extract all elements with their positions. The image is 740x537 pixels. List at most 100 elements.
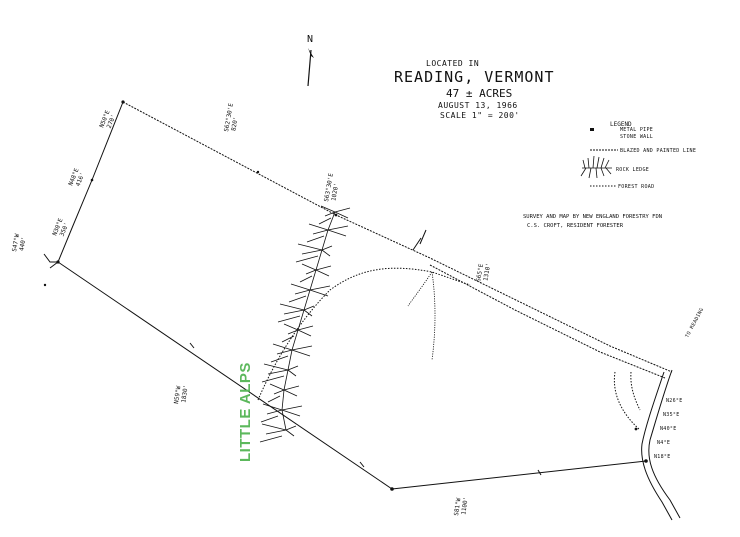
ledge-stroke xyxy=(276,349,293,355)
ledge-stroke xyxy=(283,389,298,397)
ledge-stroke xyxy=(295,255,319,263)
ledge-stroke xyxy=(321,245,333,251)
ledge-stroke xyxy=(263,363,289,371)
ledge-stroke xyxy=(283,369,289,391)
ledge-stroke xyxy=(305,269,317,275)
bearing-top-right: S62°30'E820' xyxy=(223,102,242,133)
ledge-stroke xyxy=(327,211,336,231)
rock-ledge-hatching xyxy=(259,205,351,443)
little-alps-label: LITTLE ALPS xyxy=(237,362,254,462)
ledge-stroke xyxy=(297,309,305,331)
ledge-stroke xyxy=(299,275,313,283)
ledge-stroke xyxy=(291,329,299,351)
ledge-stroke xyxy=(269,383,285,391)
road-note: N35°E xyxy=(663,412,680,418)
ledge-stroke xyxy=(283,309,305,315)
ledge-stroke xyxy=(285,425,297,431)
title-block: LOCATED IN READING, VERMONT 47 ± ACRES A… xyxy=(394,59,555,120)
forest-road xyxy=(257,267,641,431)
ledge-stroke xyxy=(303,289,311,311)
road-label: TO READING xyxy=(684,307,705,339)
ledge-stroke xyxy=(273,389,285,395)
legend-pipe-icon xyxy=(590,128,594,131)
ledge-stroke xyxy=(312,229,329,235)
ledge-stroke xyxy=(315,269,330,277)
ledge-stroke xyxy=(287,365,299,371)
ledge-stroke xyxy=(272,343,293,351)
ledge-stroke xyxy=(321,229,329,251)
legend-ledge-icon xyxy=(580,155,612,179)
title-acres: 47 ± ACRES xyxy=(446,87,512,100)
ledge-stroke xyxy=(315,265,332,271)
ledge-stroke xyxy=(291,349,311,357)
interior-lines xyxy=(407,271,436,361)
title-scale: SCALE 1" = 200' xyxy=(440,111,520,120)
corner-markers xyxy=(43,100,648,491)
bearing-east-top: S63°30'E1020' xyxy=(323,172,342,203)
ledge-stroke xyxy=(301,263,317,271)
ledge-stroke xyxy=(320,205,336,213)
ledge-stroke xyxy=(265,429,287,435)
ledge-stroke xyxy=(287,349,293,371)
ledge-stroke xyxy=(303,305,315,311)
legend-item-ledge: ROCK LEDGE xyxy=(616,167,649,173)
ledge-stroke xyxy=(321,249,331,257)
ledge-stroke xyxy=(290,283,311,291)
line-ticks xyxy=(189,229,542,476)
ledge-stroke xyxy=(277,315,301,323)
ledge-stroke xyxy=(309,269,317,291)
ledge-stroke xyxy=(262,403,283,411)
ledge-stroke xyxy=(283,385,300,391)
ledge-stroke xyxy=(281,389,285,411)
ledge-stroke xyxy=(327,225,349,231)
ledge-stroke xyxy=(267,395,281,403)
ledge-stroke xyxy=(309,289,329,297)
ledge-stroke xyxy=(318,217,332,225)
legend: LEGEND METAL PIPE STONE WALL BLAZED AND … xyxy=(580,121,696,190)
road-note: N40°E xyxy=(660,426,677,432)
ledge-stroke xyxy=(281,409,287,431)
bearing-southwest: N59°W1830' xyxy=(173,383,190,405)
title-place: READING, VERMONT xyxy=(394,68,555,86)
surveyor-line1: SURVEY AND MAP BY NEW ENGLAND FORESTRY F… xyxy=(523,214,662,220)
surveyor-line2: C.S. CROFT, RESIDENT FORESTER xyxy=(527,223,624,229)
ledge-stroke xyxy=(287,329,299,335)
ledge-stroke xyxy=(334,211,349,219)
ledge-stroke xyxy=(261,423,287,431)
title-date: AUGUST 13, 1966 xyxy=(438,101,518,110)
ledge-stroke xyxy=(261,375,285,383)
ledge-stroke xyxy=(287,369,297,377)
ledge-stroke xyxy=(294,289,311,295)
north-arrow-icon: N xyxy=(307,34,314,87)
ledge-stroke xyxy=(291,345,313,351)
ledge-stroke xyxy=(281,409,301,417)
ledge-stroke xyxy=(283,323,299,331)
ledge-stroke xyxy=(315,249,323,271)
ledge-stroke xyxy=(309,285,331,291)
ledge-stroke xyxy=(279,303,305,311)
ledge-stroke xyxy=(285,429,295,437)
road-note: N18°E xyxy=(654,454,671,460)
property-boundary xyxy=(43,101,681,521)
legend-item-road: FOREST ROAD xyxy=(618,184,654,190)
bearing-south: S81°W1100' xyxy=(453,495,470,517)
ledge-stroke xyxy=(267,369,289,375)
ledge-stroke xyxy=(270,355,289,363)
legend-title: LEGEND xyxy=(610,121,632,128)
ledge-stroke xyxy=(306,235,325,243)
ledge-stroke xyxy=(308,223,329,231)
ledge-stroke xyxy=(327,229,347,237)
title-located-in: LOCATED IN xyxy=(426,59,479,68)
ledge-stroke xyxy=(281,335,295,343)
ledge-stroke xyxy=(288,295,307,303)
ledge-stroke xyxy=(297,325,314,331)
ledge-stroke xyxy=(303,309,313,317)
bearing-north-mid: N48°E416' xyxy=(67,167,87,189)
ledge-stroke xyxy=(259,435,283,443)
ledge-stroke xyxy=(301,249,323,255)
ledge-stroke xyxy=(324,211,336,217)
surveyor-note: SURVEY AND MAP BY NEW ENGLAND FORESTRY F… xyxy=(523,214,662,229)
bearing-east-mid: S65°E1310' xyxy=(475,261,492,283)
